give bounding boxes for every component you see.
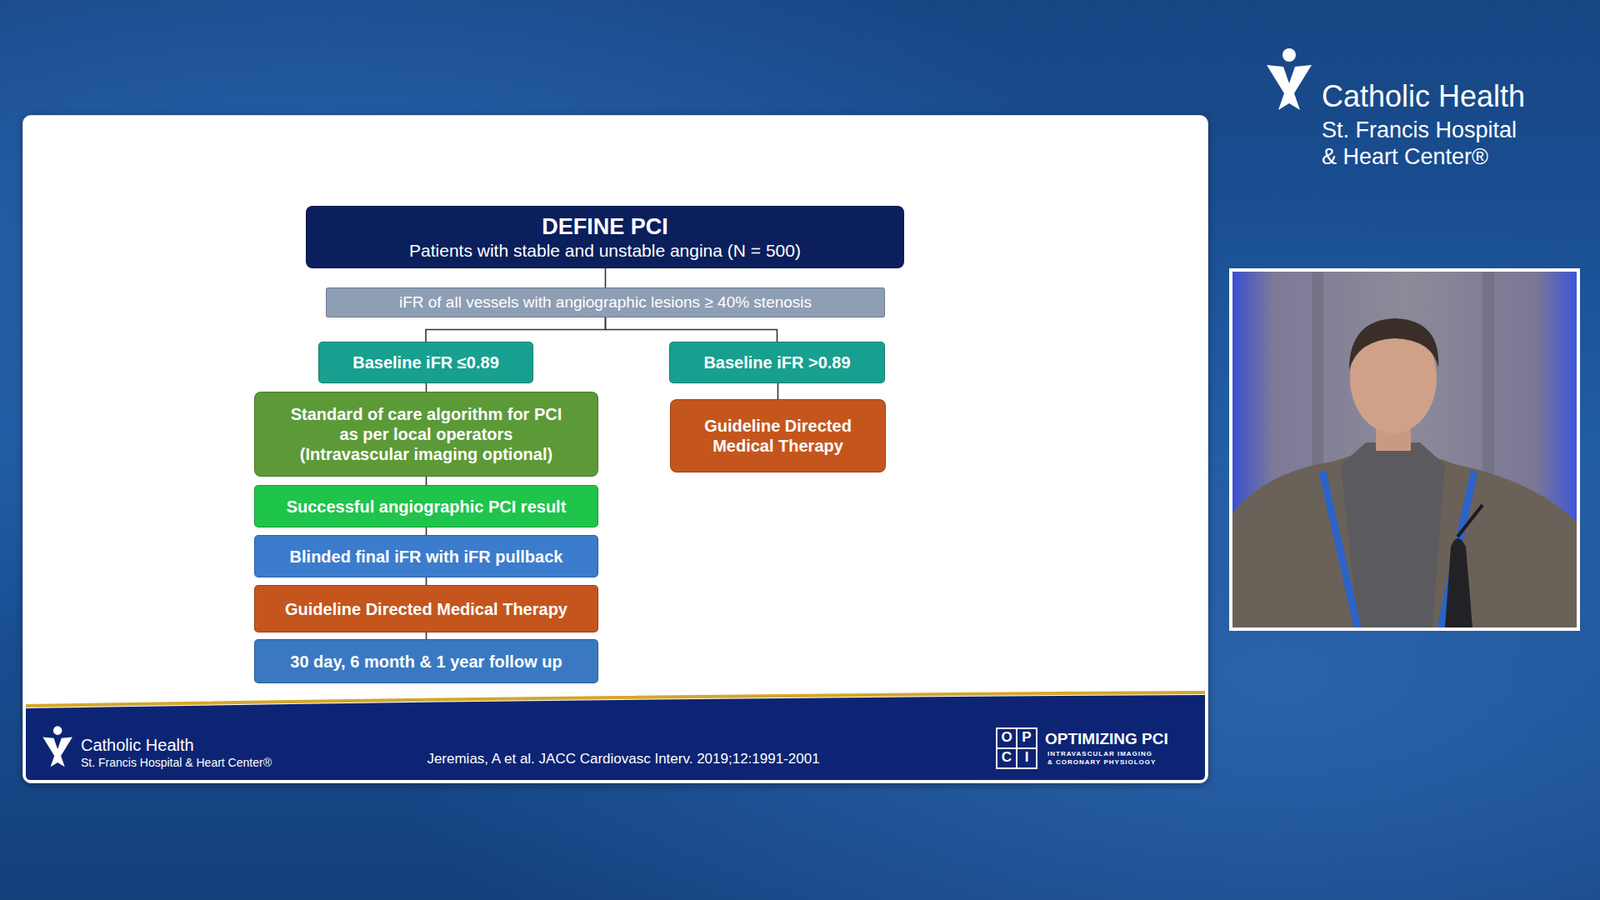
flow-box: 30 day, 6 month & 1 year follow up: [254, 639, 599, 684]
connector-line: [605, 268, 607, 288]
flow-box: iFR of all vessels with angiographic les…: [325, 287, 885, 318]
flow-box: Guideline Directed Medical Therapy: [254, 585, 599, 633]
therapy-box: Guideline Directed Medical Therapy: [285, 599, 568, 620]
flow-box: Baseline iFR >0.89: [669, 341, 885, 384]
flow-box: DEFINE PCIPatients with stable and unsta…: [305, 205, 905, 269]
logo-letter: P: [1016, 729, 1037, 746]
screening-step: iFR of all vessels with angiographic les…: [399, 293, 812, 313]
process-box: Successful angiographic PCI result: [286, 496, 567, 517]
therapy-box: Guideline Directed Medical Therapy: [695, 415, 860, 456]
connector-line: [425, 476, 428, 485]
logo-icon: [1266, 48, 1312, 110]
logo-icon: [42, 725, 73, 767]
program-tagline: & CORONARY PHYSIOLOGY: [1047, 758, 1215, 767]
flow-box: Standard of care algorithm for PCI as pe…: [254, 391, 599, 477]
gold-line: [25, 692, 1205, 706]
citation: Jeremias, A et al. JACC Cardiovasc Inter…: [373, 750, 874, 768]
connector-line: [425, 383, 428, 392]
connector-line: [425, 317, 606, 342]
process-box: Blinded final iFR with iFR pullback: [290, 546, 564, 567]
footer-band: [25, 695, 1205, 780]
follow-up-box: 30 day, 6 month & 1 year follow up: [290, 651, 562, 672]
study-population: Patients with stable and unstable angina…: [409, 240, 801, 261]
brand-subtitle: St. Francis Hospital & Heart Center®: [80, 755, 415, 770]
opci-logo-grid: [996, 728, 1037, 769]
flow-box: Guideline Directed Medical Therapy: [670, 399, 886, 473]
speaker-illustration: [1232, 271, 1577, 628]
program-tagline: INTRAVASCULAR IMAGING: [1047, 750, 1215, 759]
branch-condition: Baseline iFR ≤0.89: [352, 352, 500, 373]
brand-name: Catholic Health: [80, 735, 415, 755]
flow-box: Baseline iFR ≤0.89: [318, 341, 534, 384]
brand-subtitle: & Heart Center®: [1321, 143, 1600, 170]
logo-letter: I: [1016, 749, 1037, 766]
study-title: DEFINE PCI: [541, 213, 669, 240]
logo-letter: C: [996, 749, 1017, 766]
program-name: OPTIMIZING PCI: [1045, 730, 1212, 750]
brand-name: Catholic Health: [1321, 78, 1600, 115]
brand-subtitle: St. Francis Hospital: [1321, 116, 1600, 144]
connector-line: [425, 577, 428, 585]
speaker-video: [1229, 268, 1580, 631]
connector-line: [425, 632, 428, 640]
flow-box: Blinded final iFR with iFR pullback: [254, 535, 599, 578]
process-box: Standard of care algorithm for PCI as pe…: [285, 404, 568, 465]
connector-line: [425, 527, 428, 535]
branch-condition: Baseline iFR >0.89: [703, 352, 850, 373]
flow-box: Successful angiographic PCI result: [254, 485, 599, 528]
connector-line: [605, 317, 778, 342]
connector-line: [777, 383, 780, 400]
logo-letter: O: [996, 729, 1017, 746]
